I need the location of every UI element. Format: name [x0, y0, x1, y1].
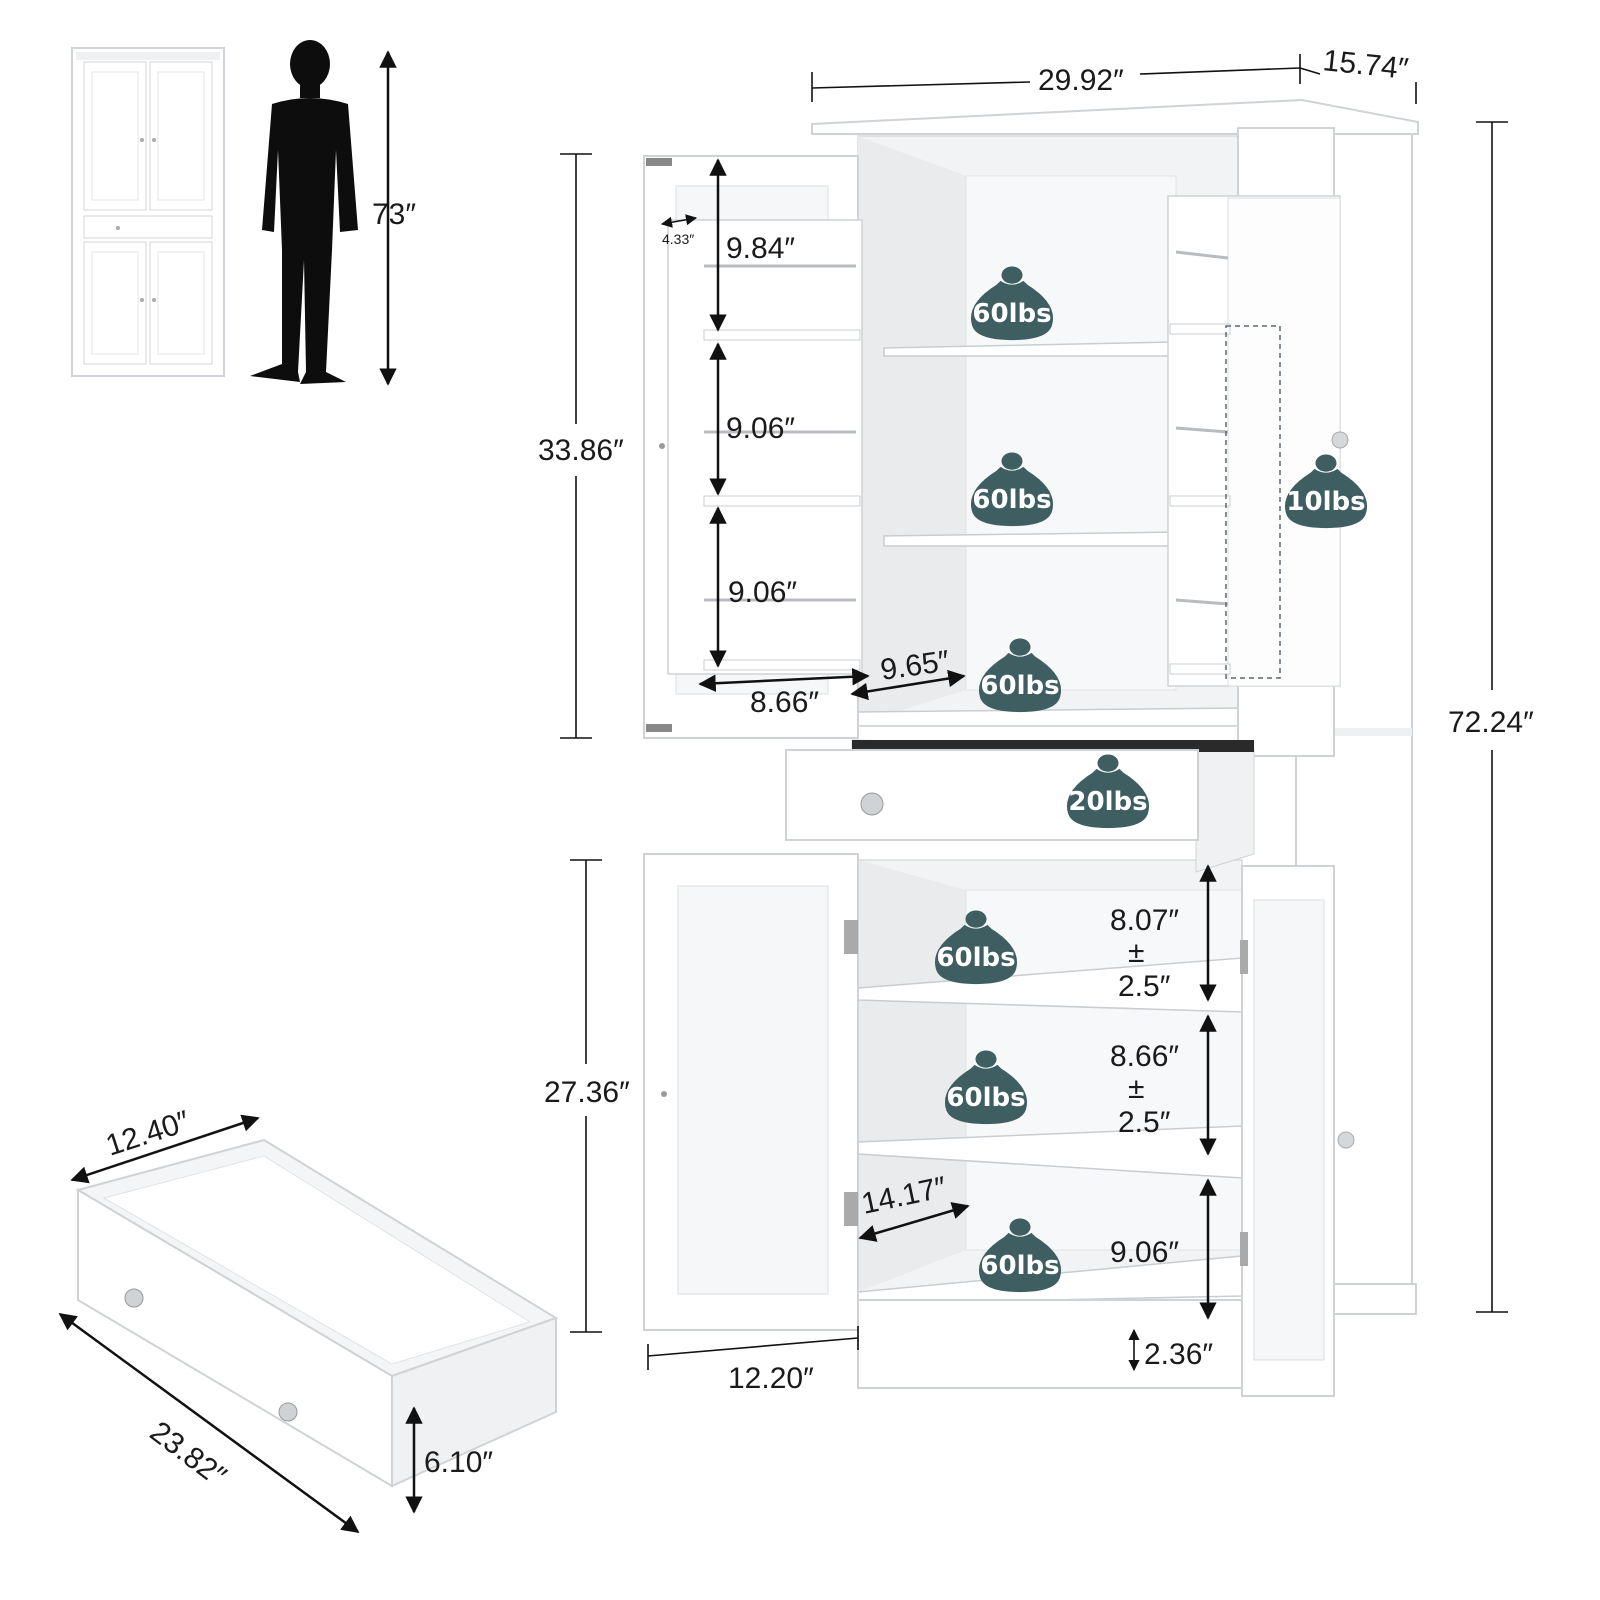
weight-badge-lower-1: 60lbs — [934, 910, 1018, 985]
door-spacing-1-label: 9.84″ — [726, 232, 795, 265]
person-silhouette-icon — [250, 40, 358, 384]
weight-label: 60lbs — [972, 299, 1051, 329]
weight-label: 20lbs — [1068, 787, 1147, 817]
door-spacing-3-label: 9.06″ — [728, 576, 797, 609]
lower-spacing-1-tol: 2.5″ — [1118, 970, 1171, 1003]
base-height-label: 2.36″ — [1144, 1338, 1213, 1371]
door-rack-depth-label: 4.33″ — [662, 231, 694, 247]
weight-badge-lower-3: 60lbs — [978, 1218, 1062, 1293]
hinge-icon — [844, 1192, 858, 1226]
drawer-open — [785, 739, 1255, 873]
knob-icon — [661, 1091, 667, 1097]
knob-icon — [1337, 1131, 1355, 1149]
lower-spacing-1-pm: ± — [1128, 936, 1144, 969]
overall-width-label: 29.92″ — [1038, 64, 1124, 97]
upper-door-width-label: 8.66″ — [750, 686, 819, 719]
lower-left-door — [643, 853, 859, 1331]
hinge-icon — [1240, 1232, 1248, 1266]
door-rack-highlight — [1225, 325, 1281, 679]
weight-badge-lower-2: 60lbs — [944, 1050, 1028, 1125]
weight-badge-drawer: 20lbs — [1066, 754, 1150, 829]
knob-icon — [860, 792, 884, 816]
overall-height-label: 72.24″ — [1448, 706, 1534, 739]
weight-badge-upper-2: 60lbs — [970, 452, 1054, 527]
person-height-label: 73″ — [372, 198, 416, 231]
hinge-icon — [646, 724, 672, 732]
drawer-height-label: 6.10″ — [424, 1446, 493, 1479]
upper-right-door — [1167, 127, 1349, 757]
weight-label: 60lbs — [980, 671, 1059, 701]
knob-icon — [659, 443, 665, 449]
lower-spacing-3-label: 9.06″ — [1110, 1236, 1179, 1269]
knob-icon — [278, 1402, 298, 1422]
knob-icon — [1331, 431, 1349, 449]
drawer-length-label: 23.82″ — [144, 1415, 233, 1493]
knob-icon — [124, 1288, 144, 1308]
cabinet-thumbnail — [71, 47, 225, 377]
dimension-lines — [58, 54, 1508, 1534]
lower-spacing-2-pm: ± — [1128, 1072, 1144, 1105]
lower-spacing-2-label: 8.66″ — [1110, 1040, 1179, 1073]
lower-spacing-2-tol: 2.5″ — [1118, 1106, 1171, 1139]
weight-label: 60lbs — [936, 943, 1015, 973]
lower-height-label: 27.36″ — [544, 1076, 630, 1109]
hinge-icon — [1240, 940, 1248, 974]
lower-spacing-1-label: 8.07″ — [1110, 904, 1179, 937]
weight-label: 10lbs — [1286, 487, 1365, 517]
lower-door-width-label: 12.20″ — [728, 1362, 814, 1395]
upper-height-label: 33.86″ — [538, 434, 624, 467]
weight-label: 60lbs — [946, 1083, 1025, 1113]
weight-badge-upper-1: 60lbs — [970, 266, 1054, 341]
overall-depth-label: 15.74″ — [1321, 44, 1410, 86]
weight-label: 60lbs — [980, 1251, 1059, 1281]
weight-badge-door-rack: 10lbs — [1284, 454, 1368, 529]
weight-badge-upper-3: 60lbs — [978, 638, 1062, 713]
hinge-icon — [646, 158, 672, 166]
weight-label: 60lbs — [972, 485, 1051, 515]
door-spacing-2-label: 9.06″ — [726, 412, 795, 445]
lower-right-door — [1240, 865, 1355, 1397]
hinge-icon — [844, 920, 858, 954]
